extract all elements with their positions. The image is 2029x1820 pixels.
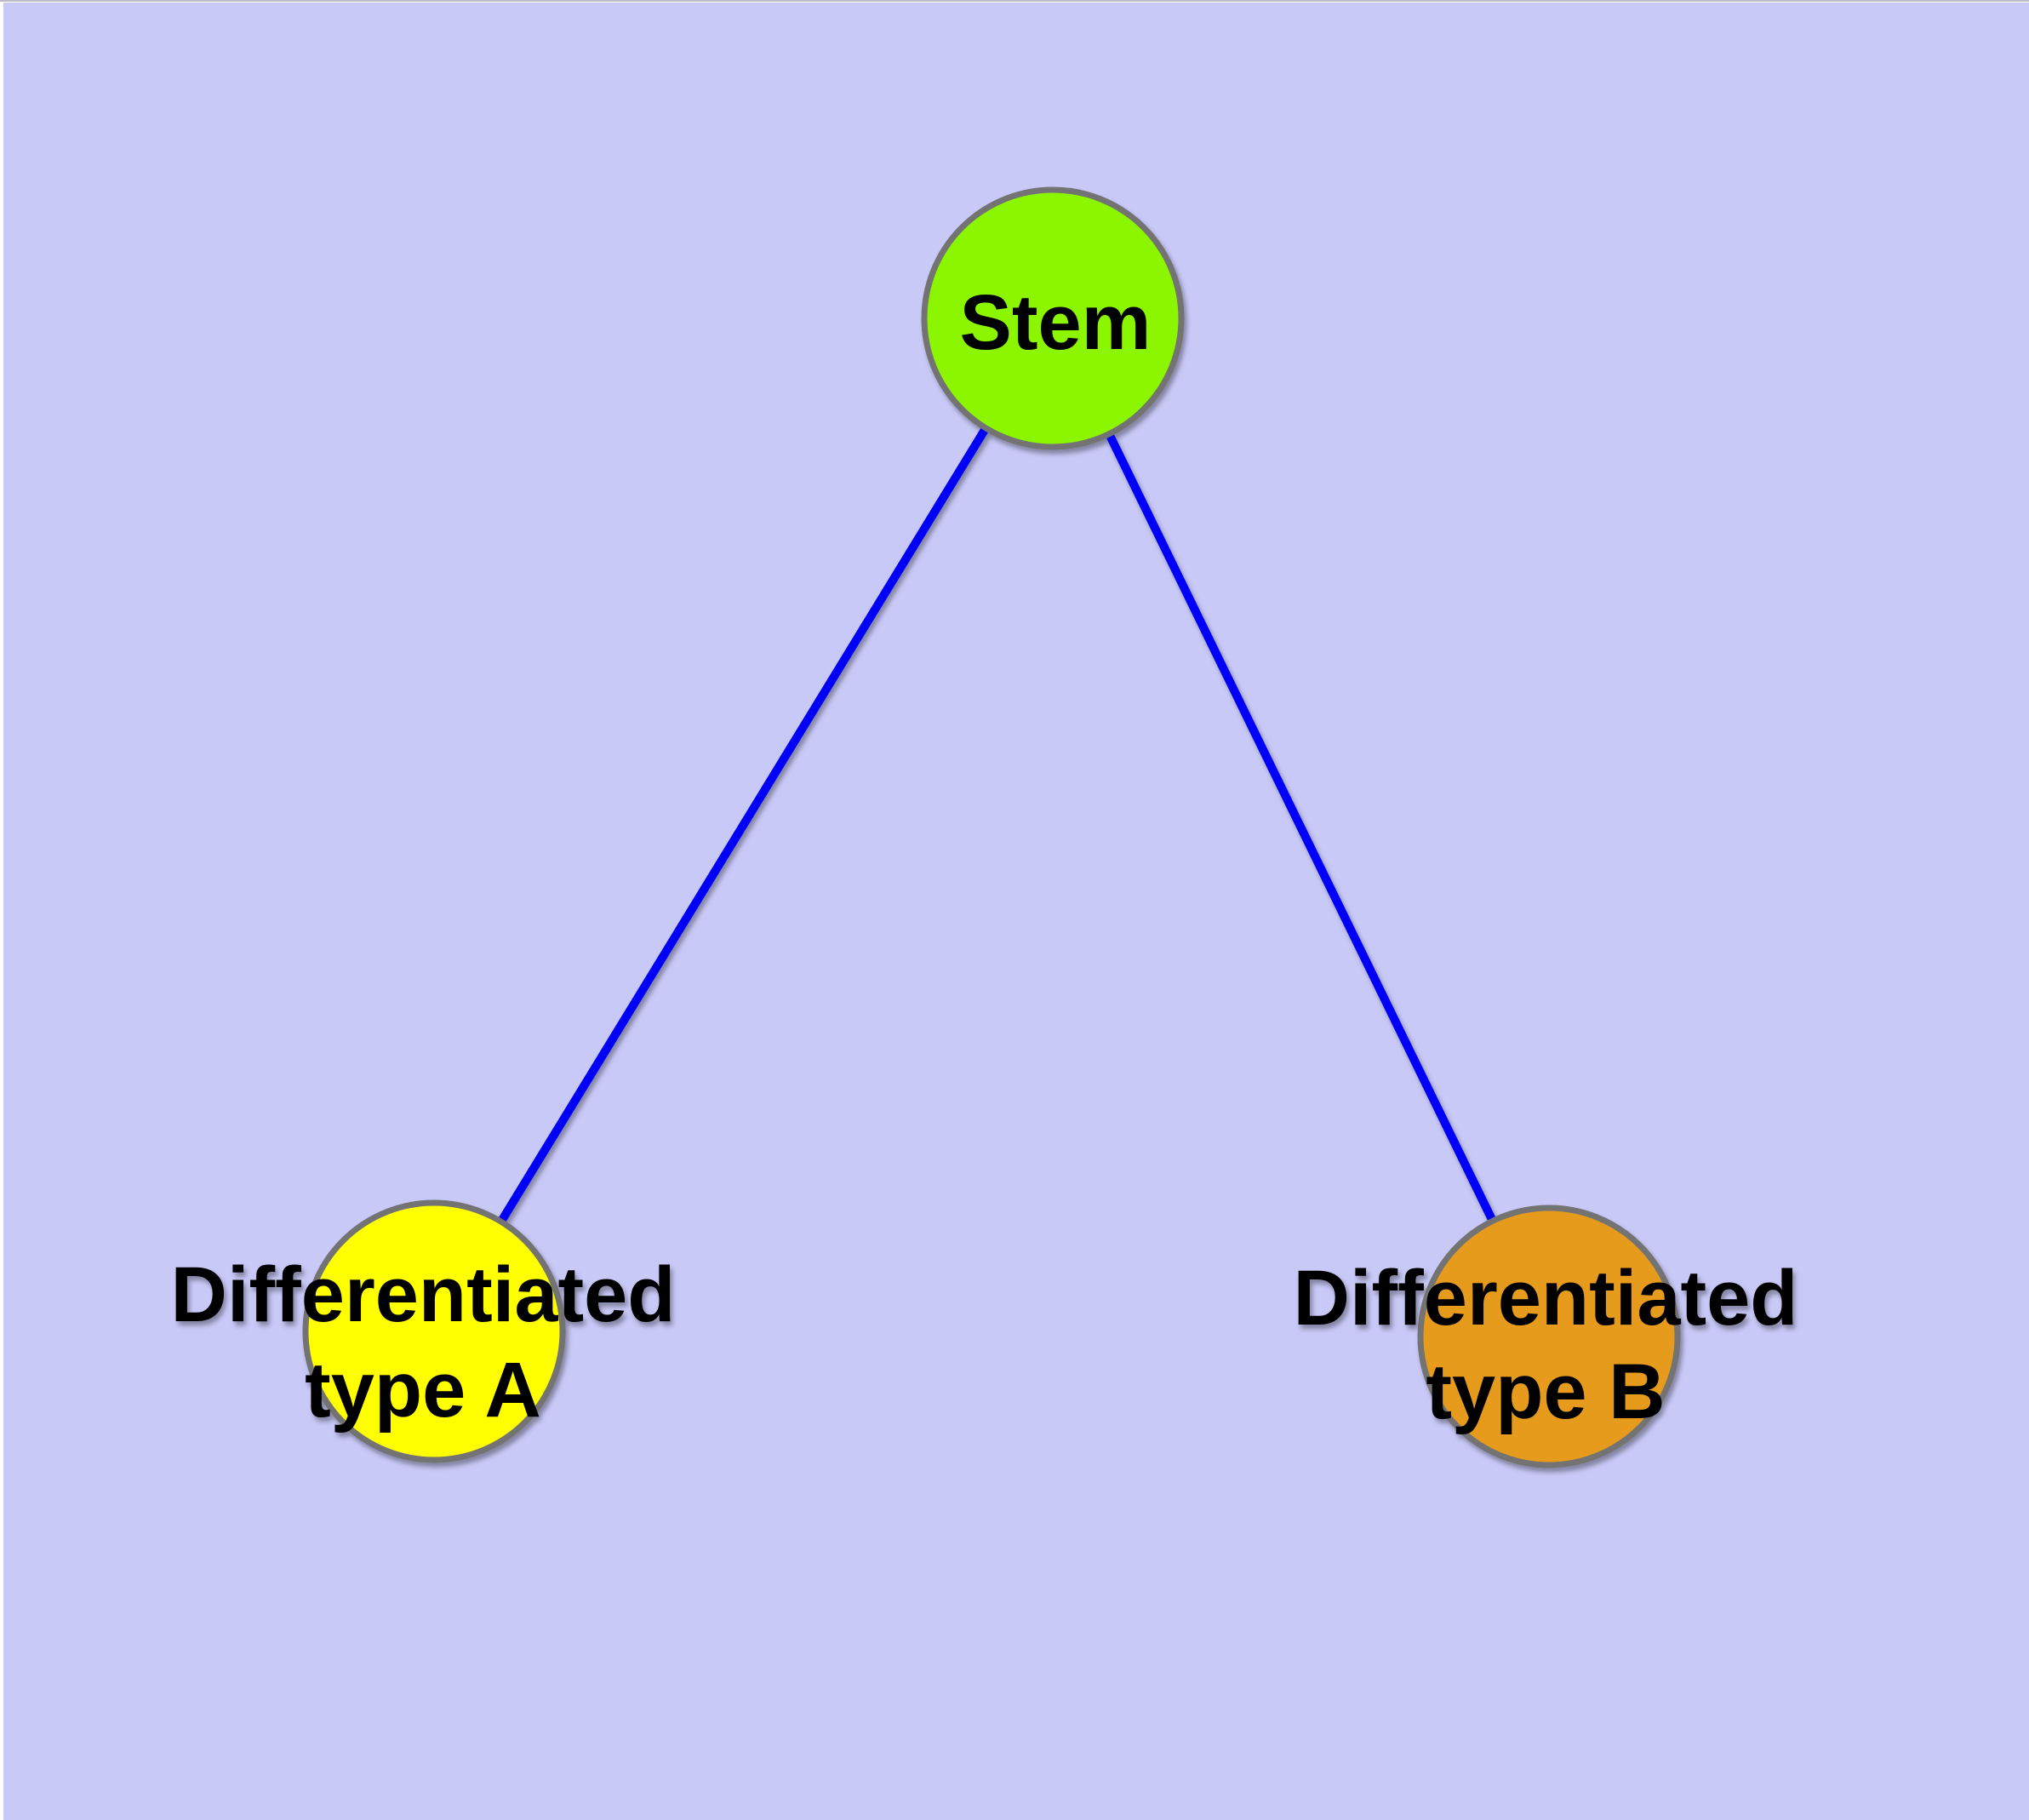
node-stem-label: Stem [960,279,1152,366]
node-type-b-label-line2: type B [1426,1348,1665,1435]
edge-stem-to-type-b [1049,316,1553,1339]
node-type-a-label-line2: type A [305,1347,541,1434]
node-differentiated-type-a [302,1199,566,1463]
node-differentiated-type-b [1417,1205,1681,1468]
top-edge-line [0,0,2029,2]
node-type-b-label-line1: Differentiated [1294,1255,1798,1342]
node-type-a-label-line1: Differentiated [171,1251,676,1338]
node-stem [921,186,1185,450]
edge-stem-to-type-a [430,316,1057,1334]
graph-group: Stem Differentiated type A Differentiate… [171,186,1798,1468]
